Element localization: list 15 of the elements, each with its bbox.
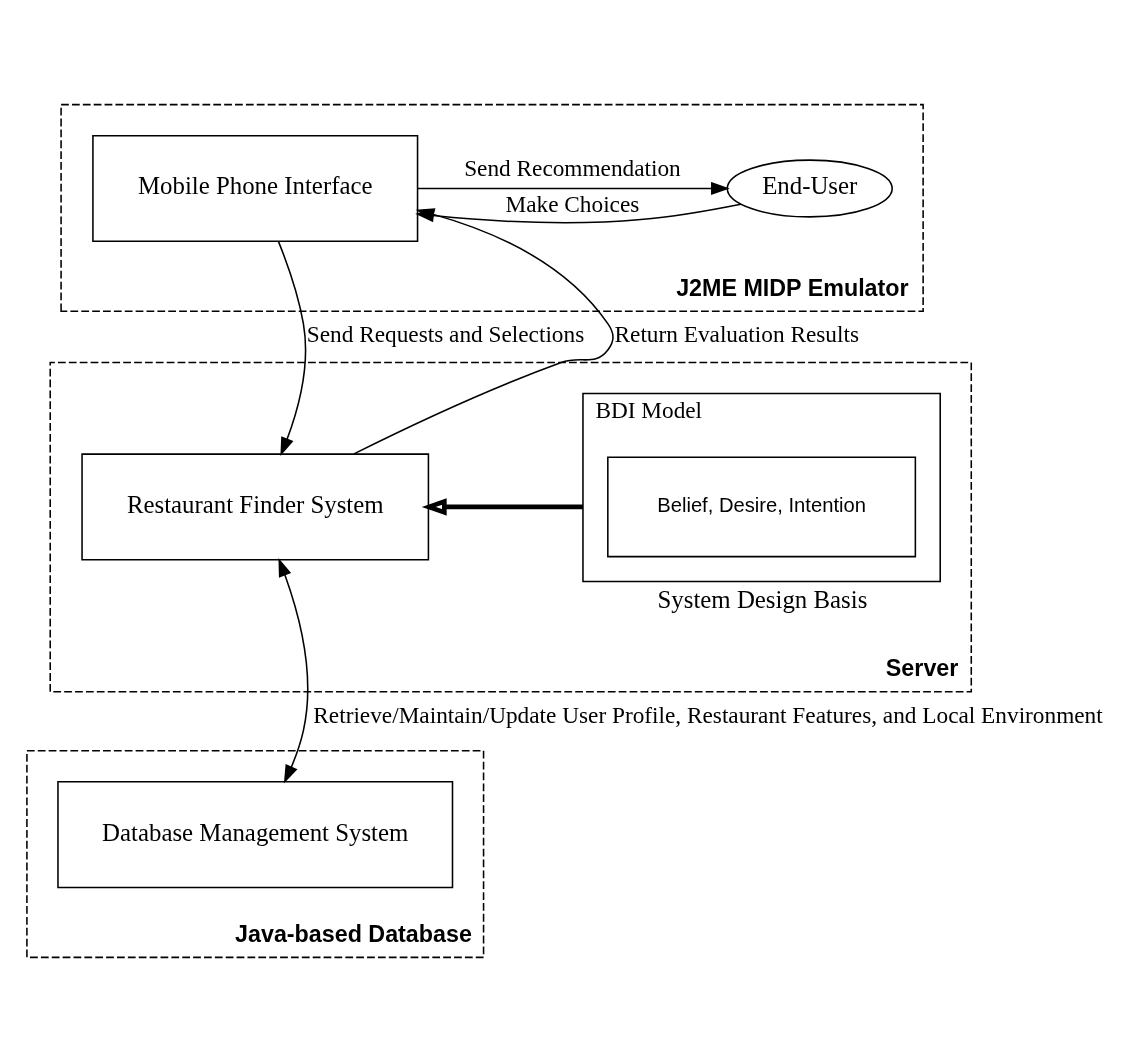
node-ellipse: End-User [726,158,893,218]
edge-label: Send Requests and Selections [306,320,585,347]
node-label: System Design Basis [657,585,868,613]
node-box: Mobile Phone Interface [92,134,419,242]
arrow [277,240,307,456]
arrow [421,497,583,516]
node-box: Restaurant Finder System [81,452,430,560]
arrow [278,557,309,784]
node-box: Database Management System [57,780,454,888]
edge-label: Send Recommendation [464,154,681,181]
edge-label: Retrieve/Maintain/Update User Profile, Restaurant Features, and Local Environment [313,701,1103,728]
node-box: Belief, Desire, Intention [607,455,917,557]
edge-label: Return Evaluation Results [614,320,859,347]
edge-label: Make Choices [505,190,640,217]
arrow [417,181,730,195]
